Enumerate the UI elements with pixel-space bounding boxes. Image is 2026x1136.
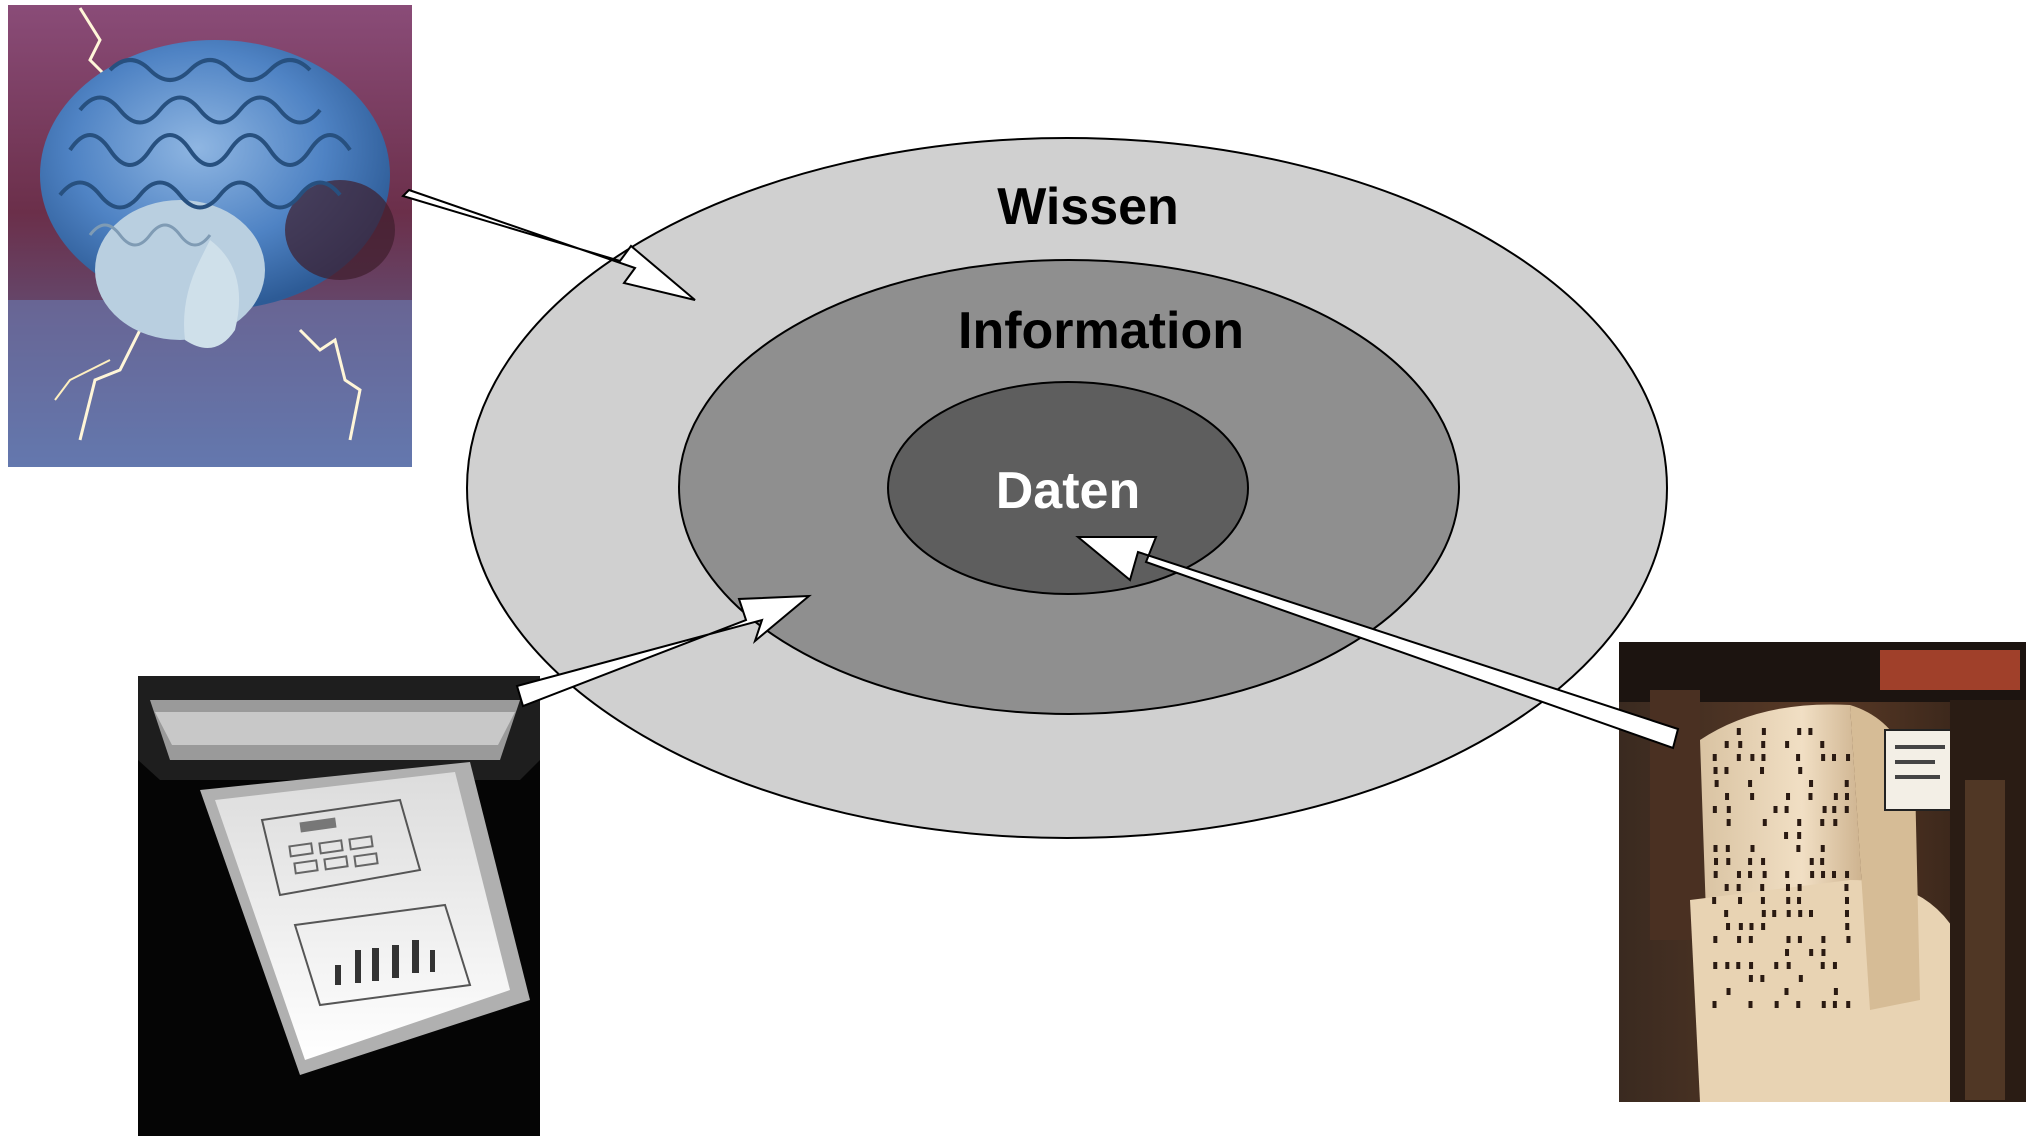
wissen-label: Wissen xyxy=(997,178,1179,236)
daten-label: Daten xyxy=(996,462,1140,520)
brain-lightning-photo xyxy=(8,5,412,467)
punched-paper-tape-photo xyxy=(1619,642,2026,1102)
arrow-brain-to-wissen xyxy=(401,188,696,301)
printed-report-tray-photo xyxy=(138,676,540,1136)
arrow-printout-to-information xyxy=(515,594,812,708)
arrow-tape-to-daten xyxy=(1075,536,1680,750)
information-label: Information xyxy=(958,302,1244,360)
daten-ring xyxy=(887,381,1249,595)
